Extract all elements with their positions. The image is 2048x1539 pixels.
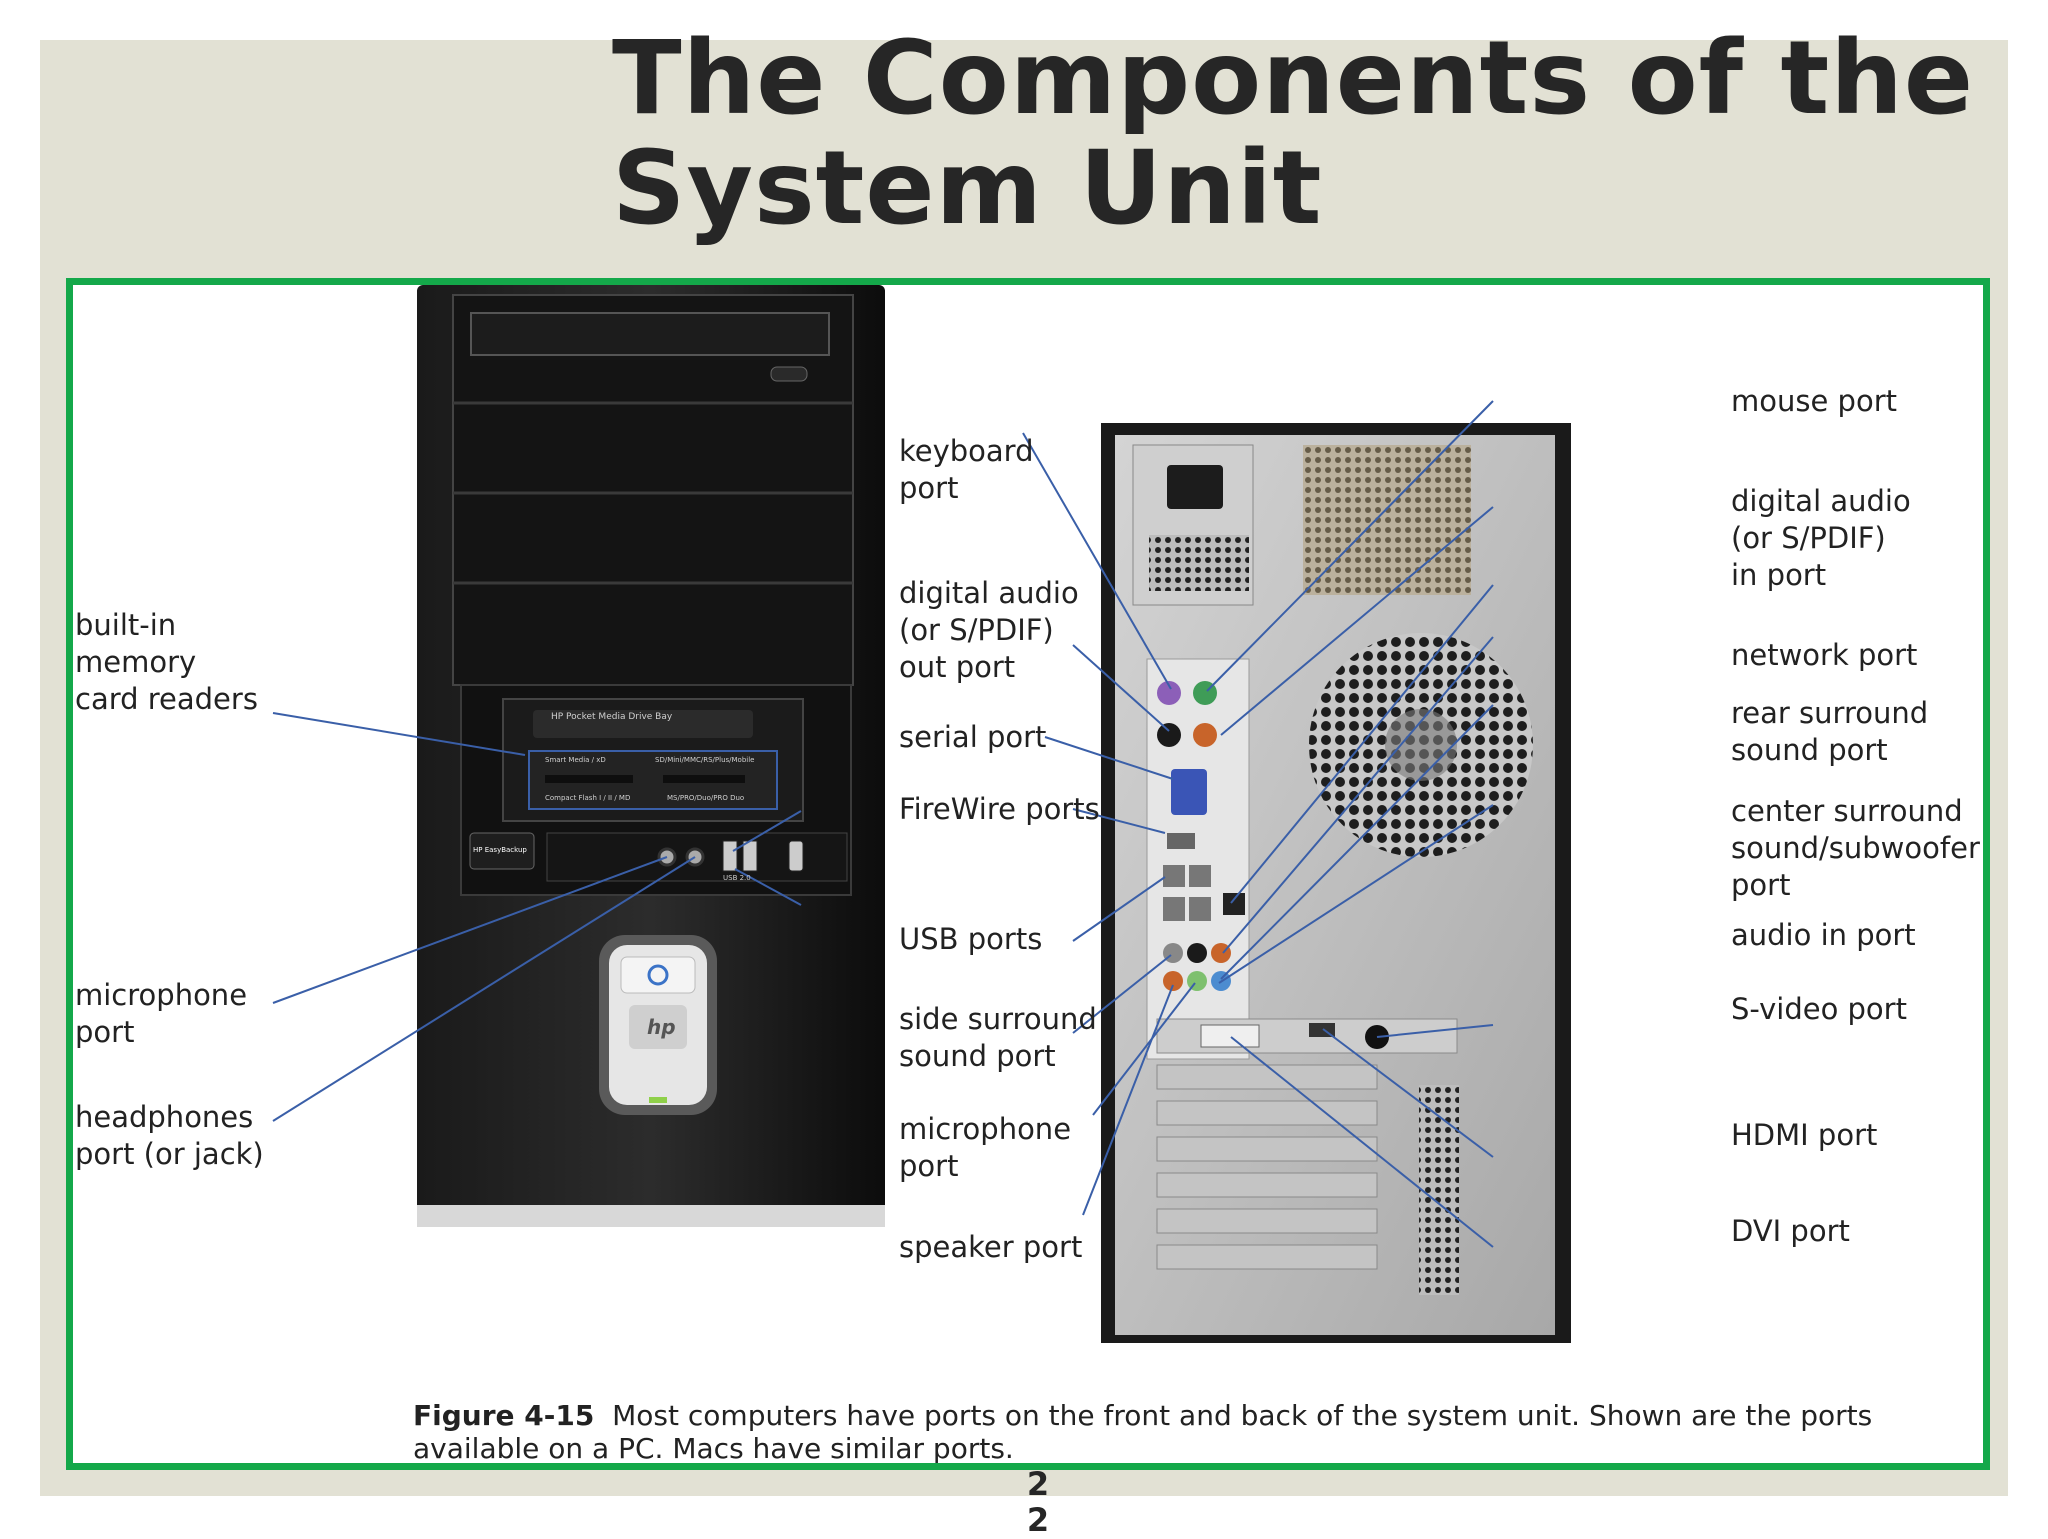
leader-lines <box>272 400 1494 1248</box>
label-front-microphone-port: microphone port <box>75 978 248 1049</box>
label-spdif-in-port: digital audio (or S/PDIF) in port <box>1731 484 1911 592</box>
label-keyboard-port: keyboard port <box>899 434 1034 505</box>
card-slot-label-4: MS/PRO/Duo/PRO Duo <box>667 794 745 802</box>
figure-frame: HP Pocket Media Drive Bay Smart Media / … <box>66 278 1990 1470</box>
drive-bay-label: HP Pocket Media Drive Bay <box>551 712 673 722</box>
caption-text: Most computers have ports on the front a… <box>413 1399 1873 1465</box>
label-svideo-port: S-video port <box>1731 992 1907 1026</box>
label-spdif-out-port: digital audio (or S/PDIF) out port <box>899 576 1079 684</box>
figure-number: Figure 4-15 <box>413 1399 595 1432</box>
easy-backup-label: HP EasyBackup <box>473 846 527 854</box>
computer-illustration <box>272 285 1571 1343</box>
label-usb-ports: USB ports <box>899 922 1043 956</box>
usb-text-label: USB 2.0 <box>723 874 751 882</box>
label-network-port: network port <box>1731 638 1918 672</box>
slide-title: The Components of the System Unit <box>612 19 1975 248</box>
label-center-surround-port: center surround sound/subwoofer port <box>1731 794 1980 902</box>
card-slot-label-2: SD/Mini/MMC/RS/Plus/Mobile <box>655 756 755 764</box>
label-rear-microphone-port: microphone port <box>899 1112 1072 1183</box>
figure-caption: Figure 4-15 Most computers have ports on… <box>413 1399 1913 1465</box>
card-slot-label-1: Smart Media / xD <box>545 756 606 764</box>
card-slot-label-3: Compact Flash I / II / MD <box>545 794 631 802</box>
front-tower <box>417 285 885 1227</box>
label-audio-in-port: audio in port <box>1731 918 1916 952</box>
label-rear-surround-port: rear surround sound port <box>1731 696 1929 767</box>
label-hdmi-port: HDMI port <box>1731 1118 1878 1152</box>
slide-number: 2 2 <box>1026 1465 1050 1539</box>
hp-logo: hp <box>647 1015 676 1039</box>
label-headphones-port: headphones port (or jack) <box>75 1100 264 1171</box>
label-dvi-port: DVI port <box>1731 1214 1850 1248</box>
label-mouse-port: mouse port <box>1731 384 1897 418</box>
label-side-surround-port: side surround sound port <box>899 1002 1097 1073</box>
label-firewire-ports: FireWire ports <box>899 792 1100 826</box>
label-card-readers: built-in memory card readers <box>75 608 258 716</box>
label-serial-port: serial port <box>899 720 1047 754</box>
label-speaker-port: speaker port <box>899 1230 1083 1264</box>
